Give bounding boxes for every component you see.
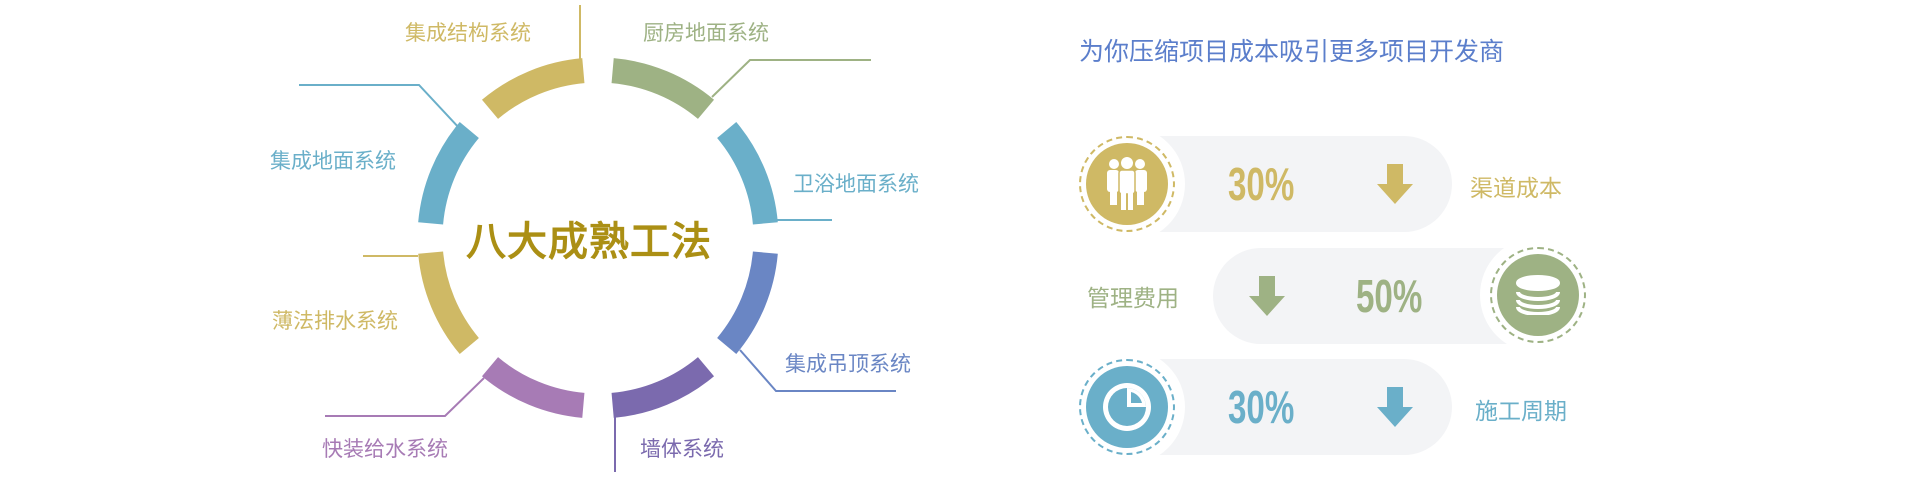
down-arrow-icon xyxy=(1249,276,1285,316)
leader-line-floor xyxy=(299,84,462,131)
down-arrow-icon xyxy=(1377,387,1413,427)
channel-cost-value: 30% xyxy=(1228,158,1295,210)
leader-line-ceiling xyxy=(739,349,896,392)
construction-period-label: 施工周期 xyxy=(1475,399,1567,425)
label-drainage: 薄法排水系统 xyxy=(272,309,398,333)
leader-line-kitchen-floor xyxy=(711,59,871,98)
label-ceiling: 集成吊顶系统 xyxy=(785,352,911,376)
label-water-supply: 快装给水系统 xyxy=(322,437,448,461)
label-wall: 墙体系统 xyxy=(640,437,724,461)
arc-water-supply xyxy=(481,356,585,418)
arc-structure xyxy=(481,58,585,120)
label-structure: 集成结构系统 xyxy=(405,21,531,45)
people-icon xyxy=(1086,143,1168,225)
schedule-badge xyxy=(1069,349,1185,465)
label-floor: 集成地面系统 xyxy=(270,149,396,173)
arc-bathroom-floor xyxy=(716,121,778,225)
construction-period-value: 30% xyxy=(1228,381,1295,433)
management-cost-label: 管理费用 xyxy=(1087,286,1179,312)
coins-icon xyxy=(1497,254,1579,336)
label-kitchen-floor: 厨房地面系统 xyxy=(643,21,769,45)
center-title: 八大成熟工法 xyxy=(466,219,712,265)
management-cost-value: 50% xyxy=(1356,270,1423,322)
pie-chart-icon xyxy=(1086,366,1168,448)
arc-ceiling xyxy=(716,251,778,355)
arc-wall xyxy=(611,356,715,418)
label-bathroom-floor: 卫浴地面系统 xyxy=(793,172,919,196)
people-badge xyxy=(1069,126,1185,242)
arc-kitchen-floor xyxy=(611,58,715,120)
arc-floor xyxy=(418,121,480,225)
leader-line-water-supply xyxy=(325,377,485,417)
down-arrow-icon xyxy=(1377,164,1413,204)
benefits-headline: 为你压缩项目成本吸引更多项目开发商 xyxy=(1079,37,1505,66)
channel-cost-label: 渠道成本 xyxy=(1470,176,1562,202)
arc-drainage xyxy=(418,251,480,355)
coins-badge xyxy=(1480,237,1596,353)
